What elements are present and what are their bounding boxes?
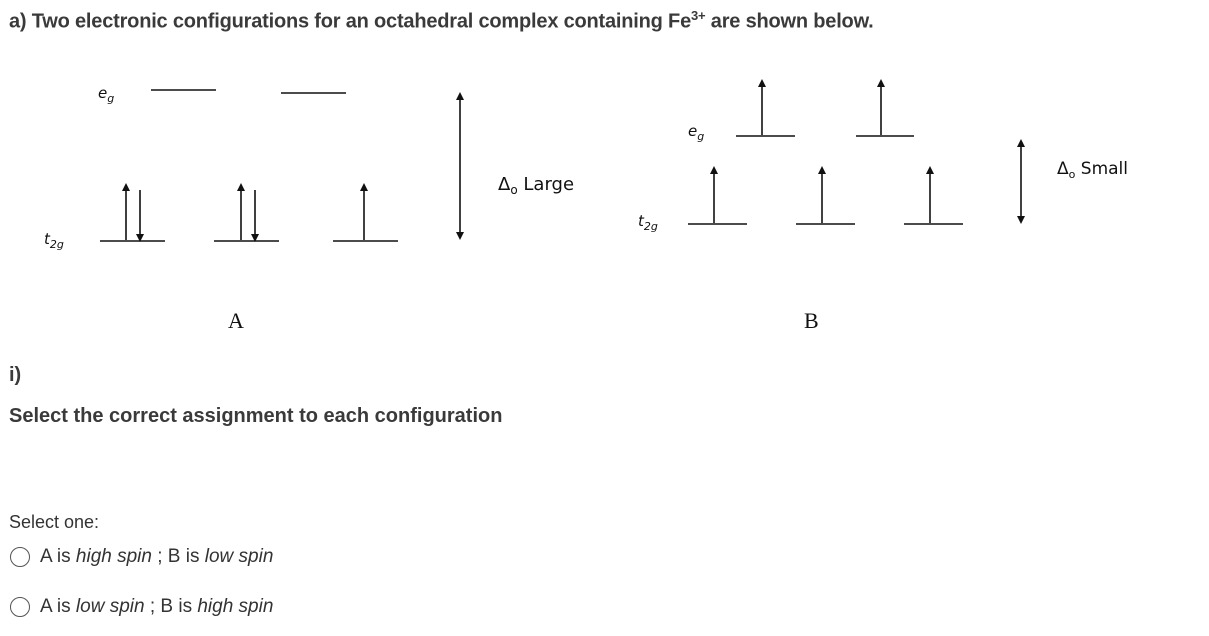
option-1-text: A is high spin ; B is low spin — [40, 546, 274, 567]
b-caption: B — [804, 308, 819, 333]
question-prompt: Select the correct assignment to each co… — [9, 405, 503, 427]
answer-option-1[interactable]: A is high spin ; B is low spin — [10, 546, 273, 568]
answer-option-2[interactable]: A is low spin ; B is high spin — [10, 596, 273, 618]
option-2-text: A is low spin ; B is high spin — [40, 596, 274, 617]
a-delta-label: Δo Large — [498, 174, 574, 197]
question-title: a) Two electronic configurations for an … — [9, 8, 874, 33]
a-t2g-label: t2g — [44, 230, 64, 251]
part-label: i) — [9, 364, 22, 386]
crystal-field-diagram: eg t2g Δo Large A eg t2g Δo Small B — [44, 79, 1128, 333]
b-eg-label: eg — [688, 122, 704, 143]
configuration-b — [688, 79, 1025, 225]
a-caption: A — [228, 308, 244, 333]
b-t2g-label: t2g — [638, 212, 658, 233]
select-one-label: Select one: — [9, 512, 100, 532]
a-eg-label: eg — [98, 84, 114, 105]
radio-button-icon[interactable] — [10, 547, 30, 567]
radio-button-icon[interactable] — [10, 597, 30, 617]
configuration-a — [100, 89, 464, 242]
b-delta-label: Δo Small — [1057, 159, 1128, 181]
